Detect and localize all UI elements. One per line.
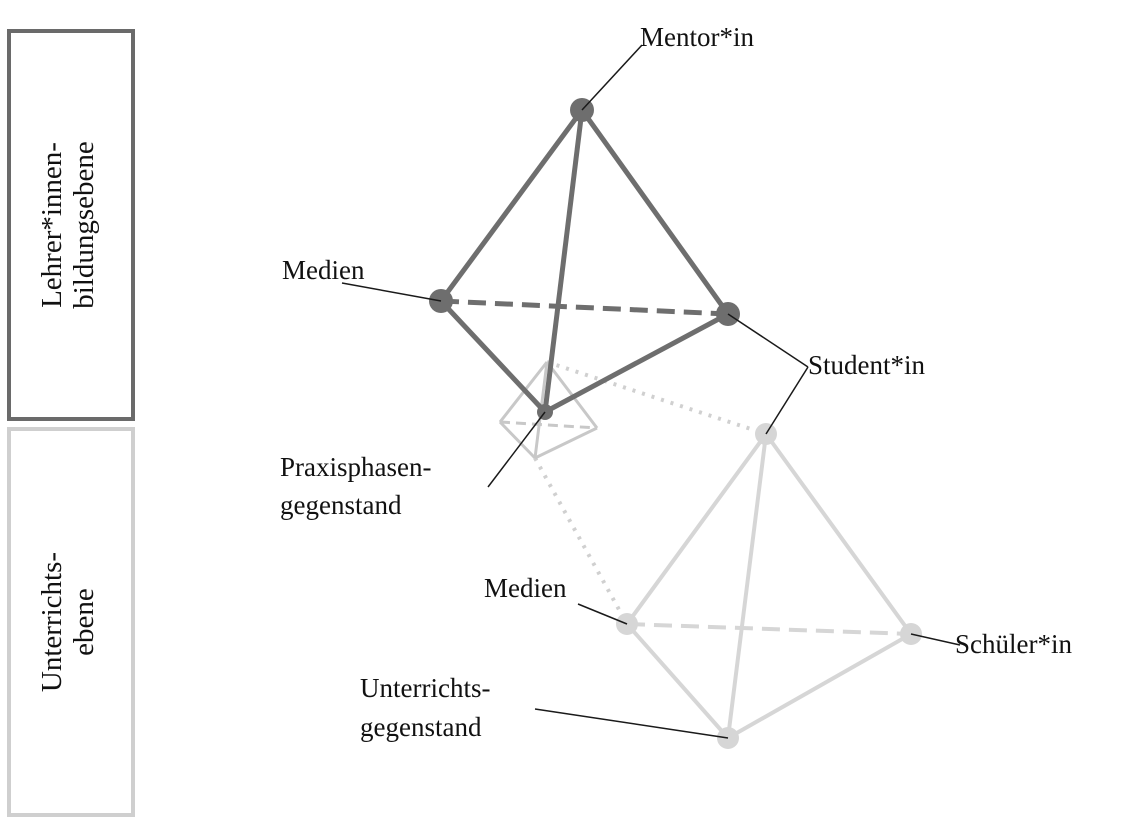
upper-level-label-line1: Lehrer*innen- <box>36 142 68 308</box>
small-edge-5 <box>534 426 598 460</box>
lower-level-label-line1: Unterrichts- <box>36 552 68 692</box>
edge-medien-schueler-hidden <box>626 622 912 636</box>
leader-medien-lower <box>577 603 628 625</box>
edge-medien-praxis <box>439 299 547 414</box>
lower-level-label: Unterrichts- ebene <box>36 552 100 692</box>
leader-mentor <box>581 44 643 111</box>
small-edge-4 <box>498 420 537 460</box>
leader-schueler <box>910 633 961 646</box>
label-praxis-line1: Praxisphasen- <box>280 452 431 482</box>
label-unterricht-line1: Unterrichts- <box>360 673 490 703</box>
edge-mentor-medien <box>438 108 585 303</box>
edge-mentor-student <box>579 108 731 316</box>
edge-student-praxis <box>543 311 730 415</box>
lower-level-box <box>7 427 135 817</box>
upper-level-label: Lehrer*innen- bildungsebene <box>36 141 100 309</box>
small-edge-hidden <box>499 420 598 430</box>
vertex-labels: Mentor*in Medien Student*in Praxisphasen… <box>280 22 1072 742</box>
upper-vertices <box>429 98 740 420</box>
level-boxes <box>7 29 135 817</box>
label-mentor: Mentor*in <box>640 22 754 52</box>
label-praxis-line2: gegenstand <box>280 490 402 520</box>
upper-level-label-line2: bildungsebene <box>68 141 100 309</box>
leader-praxis <box>487 411 546 488</box>
edge-medien-student-hidden <box>440 298 729 317</box>
label-medien-upper: Medien <box>282 255 365 285</box>
leader-lines <box>341 44 961 739</box>
leader-medien-upper <box>341 282 442 302</box>
lower-level-label-line2: ebene <box>68 588 100 656</box>
leader-student-to-upper <box>727 313 809 368</box>
lower-tetrahedron <box>625 432 913 740</box>
upper-level-box <box>7 29 135 421</box>
leader-student-to-lower <box>765 366 809 435</box>
edge-student-medien-lower <box>625 432 768 626</box>
edge-schueler-unterricht <box>727 632 912 740</box>
level-connectors <box>533 360 767 625</box>
edge-student-schueler <box>764 432 913 636</box>
label-unterricht-line2: gegenstand <box>360 712 482 742</box>
upper-tetrahedron <box>438 108 731 415</box>
label-medien-lower: Medien <box>484 573 567 603</box>
edge-student-unterricht <box>726 433 768 739</box>
edge-mentor-praxis <box>542 109 585 413</box>
leader-unterricht <box>534 708 729 739</box>
connector-small-apex-to-student <box>546 360 767 436</box>
edge-medien-unterricht <box>625 622 730 740</box>
label-schueler: Schüler*in <box>955 629 1072 659</box>
connector-small-bottom-to-medien <box>533 457 629 625</box>
label-student: Student*in <box>808 350 926 380</box>
